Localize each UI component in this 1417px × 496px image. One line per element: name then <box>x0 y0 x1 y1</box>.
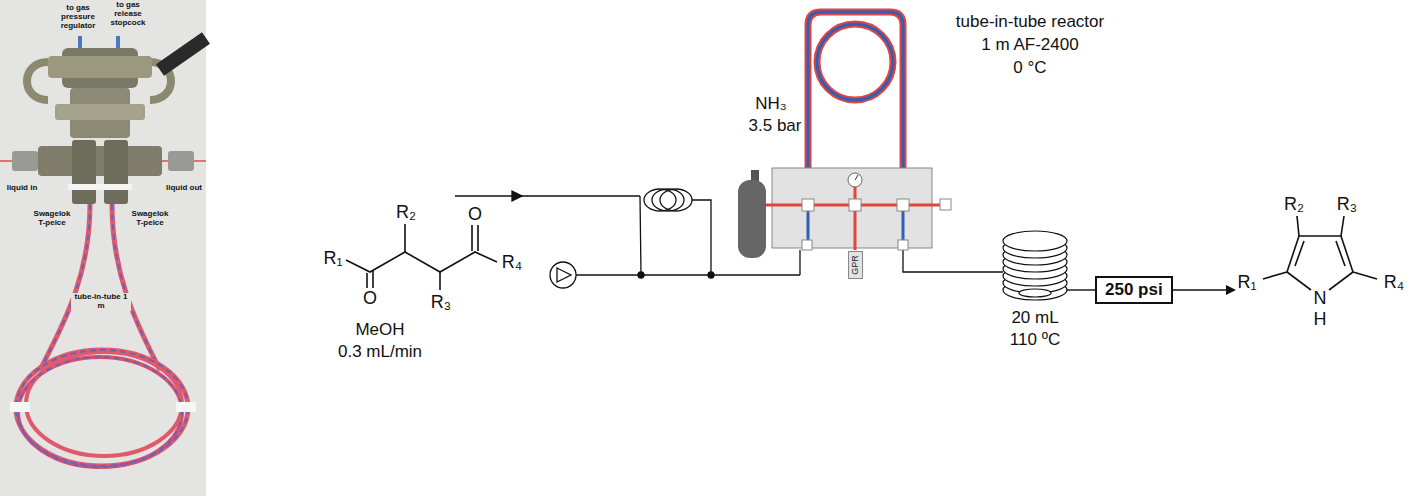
flow-rate-label: 0.3 mL/min <box>338 342 422 361</box>
flow-line <box>1067 289 1072 290</box>
gas-module <box>766 168 951 250</box>
substituent-label: R₃ <box>1337 194 1357 214</box>
photo-label: tube-in-tube 1 m <box>71 293 131 311</box>
atom-label: N <box>1314 288 1327 308</box>
photo-label: Swagelok T-peice <box>28 210 76 228</box>
reactor-photo <box>0 0 206 496</box>
arrow-head <box>1226 285 1236 295</box>
substituent-label: R₁ <box>1237 272 1256 292</box>
photo-label: liquid in <box>6 184 39 193</box>
heated-coil <box>1003 231 1067 300</box>
gas-label: NH₃ <box>755 94 786 113</box>
photo-label: to gas pressure regulator <box>53 4 103 31</box>
volume-label: 20 mL <box>1011 308 1058 327</box>
pressure-text: 250 psi <box>1105 281 1163 298</box>
pressure-label: 3.5 bar <box>749 116 802 135</box>
atom-label: H <box>1314 309 1327 329</box>
substituent-label: R₄ <box>502 252 522 272</box>
flow-line <box>1173 289 1228 290</box>
solvent-label: MeOH <box>355 320 404 339</box>
pyrrole-structure <box>1263 216 1377 290</box>
atom-label: O <box>363 288 377 308</box>
temperature-label: 110 ºC <box>1010 330 1060 349</box>
substituent-label: R₄ <box>1384 272 1404 292</box>
gas-cylinder <box>738 170 766 258</box>
photo-label: liquid out <box>165 184 203 193</box>
substituent-label: R₂ <box>1284 194 1304 214</box>
flow-line <box>1072 289 1095 290</box>
temperature-label: 0 °C <box>1013 58 1046 77</box>
reactor-label: tube-in-tube reactor <box>956 12 1104 31</box>
reactor-label: 1 m AF-2400 <box>981 35 1078 54</box>
substituent-label: R₂ <box>396 202 416 222</box>
gpr-box: GPR <box>848 251 863 279</box>
photo-label: Swagelok T-peice <box>126 210 174 228</box>
photo-label: to gas release stopcock <box>105 1 151 28</box>
atom-label: O <box>468 204 482 224</box>
substituent-label: R₃ <box>431 292 451 312</box>
diketone-structure <box>346 224 497 290</box>
gpr-text: GPR <box>851 255 860 275</box>
substituent-label: R₁ <box>323 248 342 268</box>
pressure-box: 250 psi <box>1095 276 1173 304</box>
